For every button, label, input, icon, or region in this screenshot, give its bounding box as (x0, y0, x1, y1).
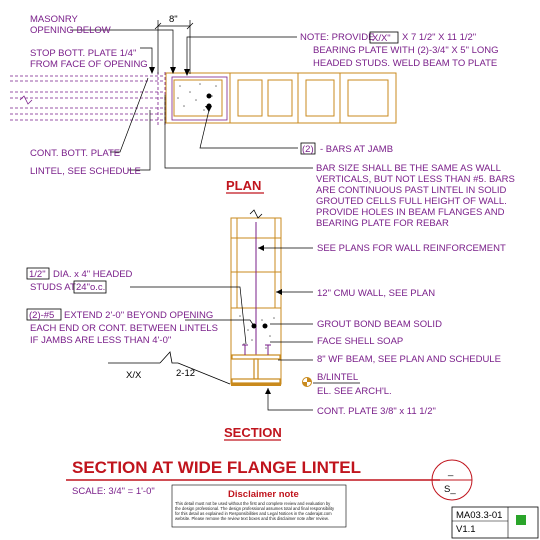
elevation-marker-fill (302, 382, 307, 387)
note-line2: BEARING PLATE WITH (2)-3/4" X 5" LONG (313, 45, 499, 56)
plan-leaders (70, 29, 313, 171)
face-shell-label: FACE SHELL SOAP (317, 336, 403, 347)
section-grout-dots (239, 315, 275, 349)
detail-number: MA03.3-01 (456, 510, 502, 521)
bars-label: - BARS AT JAMB (320, 144, 393, 155)
main-title: SECTION AT WIDE FLANGE LINTEL (72, 458, 361, 477)
extend-box-value: (2)-#5 (29, 310, 54, 321)
wf-beam-label: 8" WF BEAM, SEE PLAN AND SCHEDULE (317, 354, 501, 365)
detail-symbol-top: _ (447, 466, 454, 477)
note-box-value: X/X" (372, 33, 391, 44)
blintel-label: B/LINTEL (317, 372, 358, 383)
extend-line1: EXTEND 2'-0" BEYOND OPENING (64, 310, 213, 321)
headed-dia-value: 1/2" (29, 269, 46, 280)
extend-line3: IF JAMBS ARE LESS THAN 4'-0" (30, 335, 171, 346)
note-box (369, 31, 399, 44)
disclaimer-line: the design professional. The design prof… (175, 506, 335, 511)
section-view: SEE PLANS FOR WALL REINFORCEMENT 12" CMU… (26, 209, 506, 441)
note-line1-a: NOTE: PROVIDE (300, 32, 374, 43)
plan-break-line (19, 95, 33, 105)
plan-dimension (154, 20, 194, 74)
el-see-label: EL. SEE ARCH'L. (317, 386, 392, 397)
extend-box (26, 308, 62, 321)
section-leaders (130, 247, 313, 411)
slope-label: 2-12 (176, 368, 195, 379)
plan-bearing-plate (171, 76, 228, 121)
bars-box (300, 142, 316, 155)
lintel-schedule-label: LINTEL, SEE SCHEDULE (30, 166, 141, 177)
bars-box-value: (2) (302, 144, 314, 155)
section-break-line (249, 209, 263, 219)
disclaimer-line: for this detail as explained in Responsi… (175, 511, 332, 516)
masonry-label-1: MASONRY (30, 14, 79, 25)
bar-size-line: BEARING PLATE FOR REBAR (316, 218, 449, 229)
cont-bott-plate-label: CONT. BOTT. PLATE (30, 148, 120, 159)
headed-dia-box (26, 267, 50, 280)
plan-view: 8" MASONRY OPENING BELOW STOP BOTT. PLAT… (10, 14, 515, 229)
bond-beam-rebar (262, 323, 268, 329)
stop-plate-label-1: STOP BOTT. PLATE 1/4" (30, 48, 136, 59)
plan-bottom-plate (10, 72, 166, 126)
disclaimer-line: This detail must not be used without the… (175, 501, 331, 506)
headed-spacing-value: 24"o.c. (76, 282, 105, 293)
see-plans-label: SEE PLANS FOR WALL REINFORCEMENT (317, 243, 506, 254)
xx-label: X/X (126, 370, 142, 381)
section-wf-beam (231, 354, 281, 384)
disclaimer-line: website. Please remove the review text b… (175, 516, 329, 521)
plan-grout-dots (177, 83, 217, 111)
section-title: SECTION (224, 425, 282, 440)
plan-title: PLAN (226, 178, 261, 193)
plan-arrowheads (149, 67, 212, 112)
bar-size-line: ARE CONTINUOUS PAST LINTEL IN SOLID (316, 185, 507, 196)
bar-size-line: PROVIDE HOLES IN BEAM FLANGES AND (316, 207, 505, 218)
cont-plate-label: CONT. PLATE 3/8" x 11 1/2" (317, 406, 436, 417)
status-green-square (516, 515, 526, 525)
disclaimer-title: Disclaimer note (228, 489, 299, 500)
title-block: SECTION AT WIDE FLANGE LINTEL SCALE: 3/4… (66, 458, 539, 539)
plan-rebar (206, 93, 212, 99)
opening-line (108, 351, 231, 385)
bar-size-line: GROUTED CELLS FULL HEIGHT OF WALL. (316, 196, 507, 207)
disclaimer-box (171, 484, 347, 528)
cmu-wall-label: 12" CMU WALL, SEE PLAN (317, 288, 435, 299)
extend-line2: EACH END OR CONT. BETWEEN LINTELS (30, 323, 218, 334)
section-arrowheads (258, 245, 282, 394)
note-line1-b: X 7 1/2" X 11 1/2" (402, 32, 476, 43)
headed-line2: STUDS AT (30, 282, 76, 293)
bar-size-note: BAR SIZE SHALL BE THE SAME AS WALL VERTI… (316, 163, 515, 229)
detail-symbol-bottom: S_ (444, 484, 456, 495)
elevation-marker-fill (307, 377, 312, 382)
dim-8-label: 8" (169, 14, 178, 25)
headed-line1: DIA. x 4" HEADED (53, 269, 133, 280)
scale-label: SCALE: 3/4" = 1'-0" (72, 486, 155, 497)
grout-label: GROUT BOND BEAM SOLID (317, 319, 442, 330)
stop-plate-label-2: FROM FACE OF OPENING (30, 59, 148, 70)
plan-cmu-blocks (165, 72, 397, 124)
section-cont-plate (231, 383, 281, 386)
headed-studs (242, 344, 271, 355)
note-line3: HEADED STUDS. WELD BEAM TO PLATE (313, 58, 497, 69)
headed-spacing-box (73, 280, 107, 294)
masonry-label-2: OPENING BELOW (30, 25, 111, 36)
version-label: V1.1 (456, 524, 476, 535)
bar-size-line: BAR SIZE SHALL BE THE SAME AS WALL (316, 163, 501, 174)
bar-size-line: VERTICALS, BUT NOT LESS THAN #5. BARS (316, 174, 515, 185)
